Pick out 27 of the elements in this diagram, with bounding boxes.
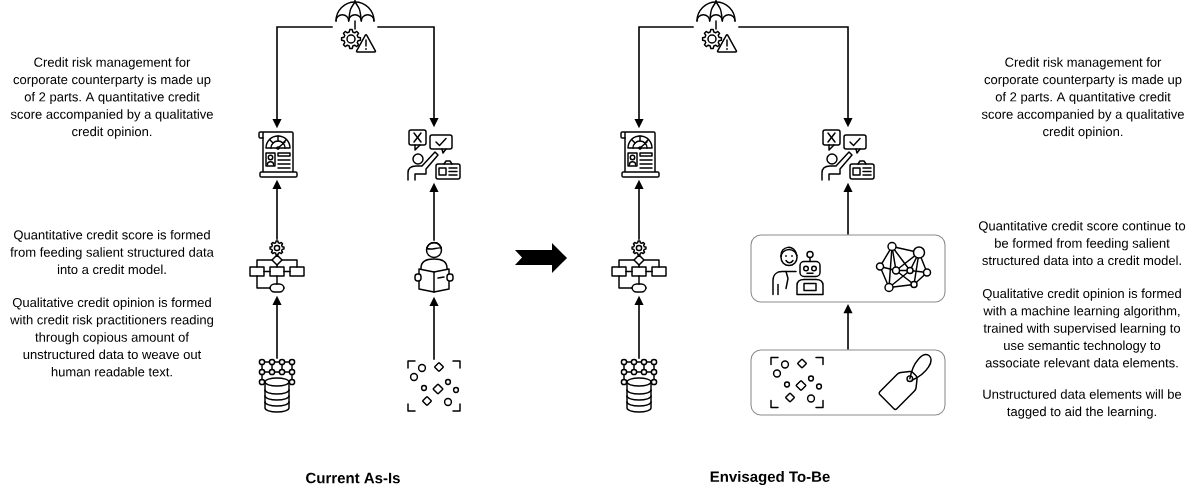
panel-caption: Envisaged To-Be — [710, 471, 830, 486]
scattered-shapes-icon — [407, 360, 461, 412]
database-icon — [620, 358, 658, 413]
description-text: Quantitative credit score is formed from feeding salient structured data into a credit model. — [10, 229, 214, 275]
rounded-panel — [750, 349, 946, 416]
database-icon — [258, 358, 296, 413]
reading-person-icon — [414, 241, 454, 293]
presenter-icon — [821, 129, 875, 181]
report-gauge-icon — [620, 131, 660, 178]
description-text: Qualitative credit opinion is formed with a machine learning algorithm, trained with supervised learning to use semantic technology to associate relevant data elements. — [982, 288, 1181, 368]
network-icon — [875, 241, 932, 293]
flowchart-icon — [249, 240, 305, 293]
tag-icon — [878, 353, 932, 411]
description-text: Qualitative credit opinion is formed with credit risk practitioners reading through copious amount of unstructured data to weave out human readable text. — [10, 297, 213, 377]
description-text: Quantitative credit score continue to be formed from feeding salient structured data into a credit model. — [978, 220, 1186, 266]
description-text: Credit risk management for corporate counterparty is made up of 2 parts. A quantitative credit score accompanied by a qualitative credit opinion. — [981, 57, 1184, 139]
flowchart-icon — [611, 240, 667, 293]
description-text: Unstructured data elements will be tagged to aid the learning. — [983, 389, 1182, 419]
person-robot-icon — [772, 246, 824, 296]
description-text: Credit risk management for corporate counterparty is made up of 2 parts. A quantitative credit score accompanied by a qualitative credit opinion. — [10, 57, 213, 139]
umbrella-icon — [696, 0, 738, 53]
rounded-panel — [750, 234, 946, 303]
scattered-shapes-icon — [770, 356, 824, 409]
umbrella-icon — [335, 0, 377, 53]
presenter-icon — [407, 129, 461, 181]
panel-caption: Current As-Is — [306, 472, 400, 484]
report-gauge-icon — [258, 131, 298, 178]
